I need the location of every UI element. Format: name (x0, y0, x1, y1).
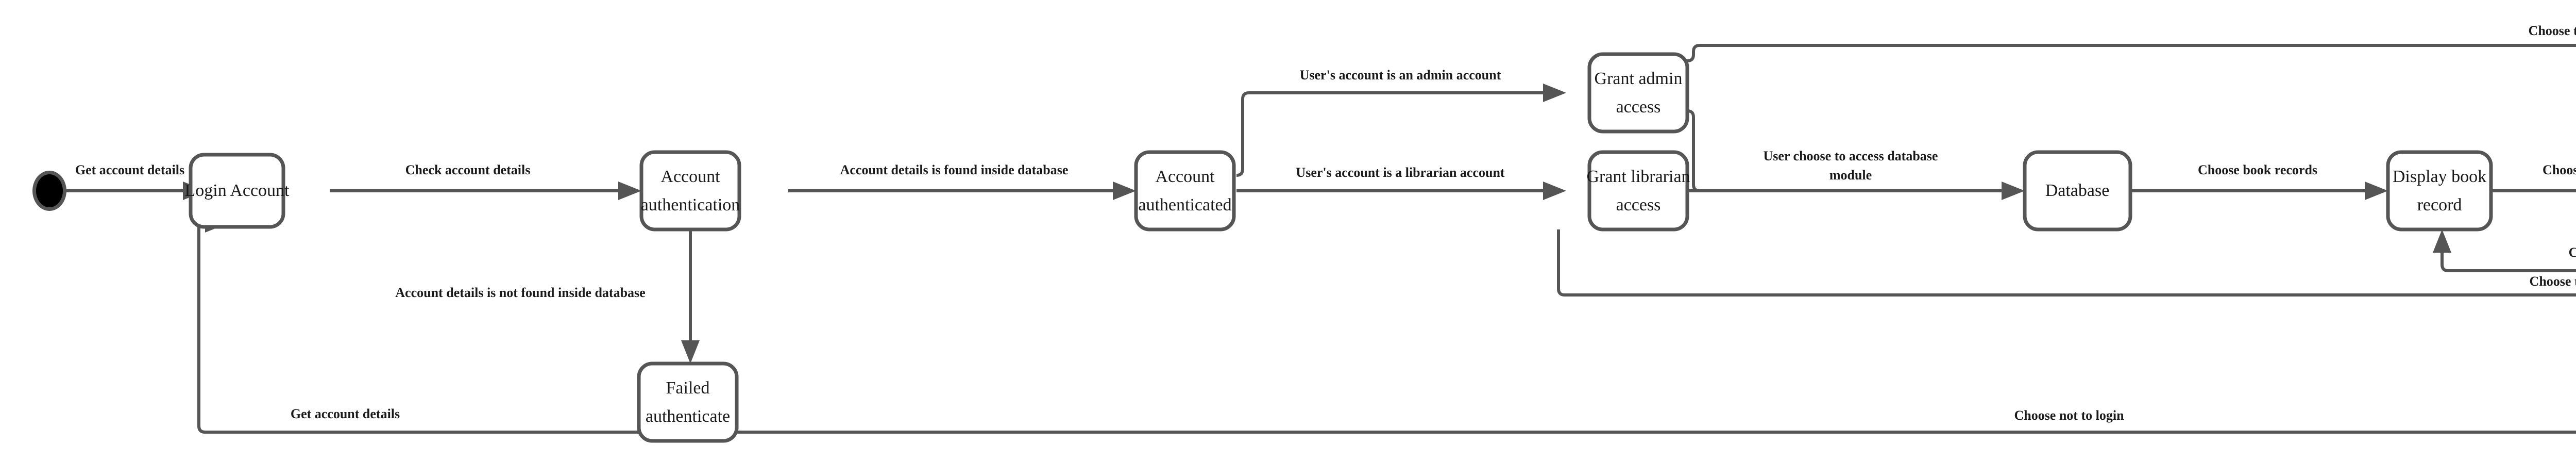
edge-label-choose-record-presses-delete: Choose record and presses delete (2543, 162, 2576, 177)
state-grant-admin-access-label-line2: access (1616, 97, 1661, 117)
state-account-authenticated-label-line1: Account (1155, 167, 1215, 186)
arrowhead-auth-to-failauth (681, 340, 700, 364)
start-node (32, 171, 66, 211)
arrowhead-confirm-to-display-no (2433, 229, 2451, 253)
edge-label-get-account-details-2: Get account details (291, 406, 400, 421)
edge-label-choose-book-records: Choose book records (2198, 162, 2317, 177)
edge-label-librarian-account: User's account is a librarian account (1296, 165, 1504, 180)
edge-librarian-to-logout-bottom (1557, 229, 2576, 297)
edge-admin-to-logout-top (1687, 44, 2576, 62)
state-database[interactable]: Database (2023, 150, 2132, 232)
state-failed-authenticate[interactable]: Failed authenticate (637, 361, 739, 443)
arrowhead-authed-to-admin (1543, 84, 1566, 102)
state-login-account[interactable]: Login Account (184, 153, 290, 229)
state-account-authentication-label-line2: authentication (641, 195, 740, 215)
state-grant-librarian-access-label-line1: Grant librarian (1586, 167, 1690, 186)
edge-label-not-found-inside-database: Account details is not found inside data… (395, 285, 645, 300)
state-failed-authenticate-label-line1: Failed (666, 378, 710, 398)
state-account-authenticated-label-line2: authenticated (1138, 195, 1231, 215)
edge-label-choose-to-logout-top: Choose to logout (2529, 23, 2576, 38)
edge-label-admin-account: User's account is an admin account (1300, 68, 1501, 83)
state-account-authentication[interactable]: Account authentication (639, 150, 741, 232)
state-display-book-record[interactable]: Display book record (2386, 150, 2493, 232)
edge-label-access-database-module-line1: User choose to access database (1764, 149, 1938, 163)
state-database-label: Database (2045, 181, 2110, 200)
state-login-account-label: Login Account (184, 181, 290, 200)
edge-authed-to-admin (1236, 91, 1543, 177)
state-account-authenticated[interactable]: Account authenticated (1134, 150, 1236, 232)
arrowhead-login-to-auth (618, 182, 641, 200)
arrowhead-database-to-display (2365, 182, 2388, 200)
edge-label-choose-not-to-login: Choose not to login (2014, 408, 2124, 423)
state-grant-admin-access-label-line1: Grant admin (1595, 69, 1683, 88)
arrowhead-auth-to-authed (1113, 182, 1136, 200)
state-display-book-record-label-line2: record (2417, 195, 2462, 215)
state-account-authentication-label-line1: Account (660, 167, 720, 186)
edge-label-choose-no: Choose no (2569, 245, 2576, 260)
edge-confirm-to-display-no (2441, 253, 2576, 272)
edge-label-choose-to-logout-bottom: Choose to logout (2530, 274, 2576, 289)
edge-label-get-account-details-1: Get account details (75, 162, 184, 177)
edge-label-found-inside-database: Account details is found inside database (840, 162, 1069, 177)
edge-label-access-database-module-line2: module (1829, 168, 1872, 183)
edge-failauth-to-login (197, 222, 639, 434)
state-display-book-record-label-line1: Display book (2393, 167, 2486, 186)
state-grant-admin-access[interactable]: Grant admin access (1587, 52, 1689, 134)
arrowhead-authed-to-librarian (1543, 182, 1566, 200)
edge-label-check-account-details: Check account details (405, 162, 531, 177)
state-grant-librarian-access[interactable]: Grant librarian access (1586, 150, 1690, 232)
state-failed-authenticate-label-line2: authenticate (646, 407, 730, 426)
state-grant-librarian-access-label-line2: access (1616, 195, 1661, 215)
arrowhead-merge-to-database (2002, 182, 2025, 200)
edge-login-to-end-bottom (197, 225, 2576, 434)
